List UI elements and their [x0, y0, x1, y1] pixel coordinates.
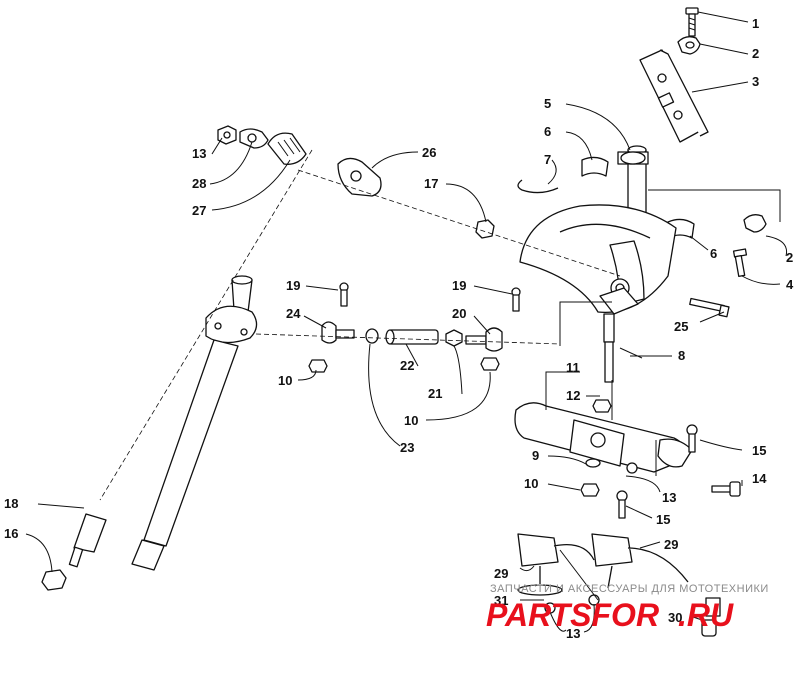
callout-4: 4 — [786, 277, 794, 292]
part-17-nut — [475, 219, 495, 239]
part-10-nut-right — [480, 357, 500, 371]
callout-19-right: 19 — [452, 278, 466, 293]
part-26-tie-rod-end — [337, 157, 382, 197]
part-19-bolt-right — [511, 287, 521, 312]
centerline-drag-link — [255, 333, 561, 345]
callout-10-left: 10 — [278, 373, 292, 388]
part-4-bolt — [732, 248, 748, 278]
part-21-jam-nut — [445, 329, 463, 347]
callout-29-left: 29 — [494, 566, 508, 581]
callout-6-upper: 6 — [544, 124, 551, 139]
callout-13-bottom: 13 — [566, 626, 580, 641]
part-1-bolt — [685, 7, 699, 37]
steering-cowl-housing — [519, 204, 677, 315]
callout-7: 7 — [544, 152, 551, 167]
callout-14: 14 — [752, 471, 767, 486]
centerline-shaft — [99, 149, 313, 501]
callout-3: 3 — [752, 74, 759, 89]
part-29-switch-right — [591, 533, 689, 589]
callout-2-upper: 2 — [752, 46, 759, 61]
part-2-clamp-upper — [677, 36, 701, 55]
callout-20: 20 — [452, 306, 466, 321]
part-29-switch-left — [517, 533, 595, 584]
part-25-bolt — [689, 297, 730, 318]
part-8-cotter-pin — [603, 313, 643, 383]
part-7-retaining-clip — [517, 179, 559, 194]
part-19-bolt-left — [339, 282, 349, 307]
centerline-bracket — [648, 189, 781, 222]
part-10-nut-left — [308, 359, 328, 373]
callout-25: 25 — [674, 319, 688, 334]
callout-19-left: 19 — [286, 278, 300, 293]
part-22-sleeve — [385, 329, 439, 345]
callout-15-upper: 15 — [752, 443, 766, 458]
watermark-logo: PARTSFOR .RU — [486, 597, 734, 633]
part-3-handlebar-bracket — [639, 49, 709, 143]
callout-13-upper: 13 — [192, 146, 206, 161]
part-20-rod-end-right — [465, 327, 503, 352]
callout-2-lower: 2 — [786, 250, 793, 265]
watermark-logo-tld: .RU — [678, 597, 734, 633]
watermark-tagline: ЗАПЧАСТИ И АКСЕССУАРЫ ДЛЯ МОТОТЕХНИКИ — [490, 583, 769, 595]
part-11-steering-arm — [514, 402, 693, 474]
callout-13-middle: 13 — [662, 490, 676, 505]
callout-16: 16 — [4, 526, 18, 541]
part-30-connector — [701, 597, 721, 637]
leader-lines — [25, 11, 788, 633]
part-27-ball-joint — [267, 132, 307, 165]
callout-15-lower: 15 — [656, 512, 670, 527]
part-10-nut-lower — [580, 483, 600, 497]
callout-5: 5 — [544, 96, 551, 111]
callout-8: 8 — [678, 348, 685, 363]
callout-22: 22 — [400, 358, 414, 373]
callout-31: 31 — [494, 593, 508, 608]
callout-10-right: 10 — [404, 413, 418, 428]
part-14-screw — [711, 481, 741, 497]
centerline-post — [559, 301, 613, 420]
part-18-steering-shaft — [41, 275, 258, 591]
callout-29-right: 29 — [664, 537, 678, 552]
centerline-switch — [559, 440, 657, 601]
part-23-jam-nut — [365, 328, 379, 344]
part-13-nut-upper — [217, 125, 237, 145]
centerline-tie-rod — [297, 169, 621, 277]
part-6-bushing-left — [581, 156, 609, 177]
part-31-cable-tie — [517, 584, 563, 596]
callout-21: 21 — [428, 386, 442, 401]
callout-1: 1 — [752, 16, 759, 31]
part-15-bolt-upper — [686, 424, 698, 453]
callout-labels: 1 2 3 5 6 7 6 2 4 25 8 11 12 9 10 15 14 … — [4, 16, 794, 641]
callout-23: 23 — [400, 440, 414, 455]
callout-28: 28 — [192, 176, 206, 191]
callout-10-lower: 10 — [524, 476, 538, 491]
part-28-rod-end — [239, 128, 269, 149]
part-2-clamp-lower — [743, 214, 767, 233]
callout-26: 26 — [422, 145, 436, 160]
callout-30: 30 — [668, 610, 682, 625]
part-24-rod-end-left — [321, 321, 355, 344]
callout-11: 11 — [566, 360, 580, 375]
callout-17: 17 — [424, 176, 438, 191]
callout-24: 24 — [286, 306, 301, 321]
callout-6-lower: 6 — [710, 246, 717, 261]
part-9-washer — [585, 458, 601, 468]
callout-12: 12 — [566, 388, 580, 403]
part-12-nut — [592, 399, 612, 413]
callout-18: 18 — [4, 496, 18, 511]
part-15-bolt-lower — [616, 490, 628, 519]
watermark-logo-main: PARTSFOR — [486, 597, 659, 633]
callout-27: 27 — [192, 203, 206, 218]
callout-9: 9 — [532, 448, 539, 463]
